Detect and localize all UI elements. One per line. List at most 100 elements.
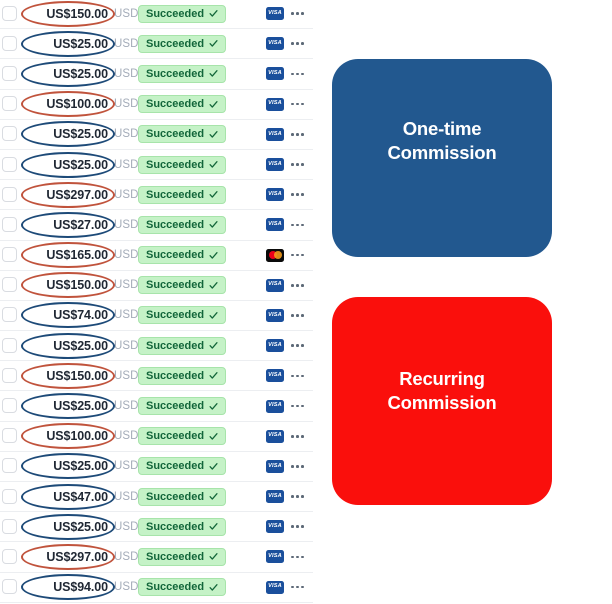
- row-overflow-menu-icon[interactable]: [291, 241, 304, 270]
- row-select-checkbox[interactable]: [2, 35, 18, 52]
- status-badge-label: Succeeded: [146, 158, 205, 171]
- checkbox-box[interactable]: [2, 337, 17, 353]
- row-select-checkbox[interactable]: [2, 156, 18, 173]
- row-overflow-menu-icon[interactable]: [291, 29, 304, 58]
- row-card-brand-cell: VISA: [266, 573, 284, 602]
- callout-one-time-line2: Commission: [387, 142, 497, 163]
- checkbox-box[interactable]: [2, 398, 17, 414]
- checkbox-box[interactable]: [2, 428, 17, 444]
- row-overflow-menu-icon[interactable]: [291, 180, 304, 209]
- checkbox-box[interactable]: [2, 518, 17, 534]
- row-card-brand-cell: VISA: [266, 391, 284, 420]
- checkbox-box[interactable]: [2, 247, 17, 263]
- checkbox-box[interactable]: [2, 5, 17, 21]
- checkbox-box[interactable]: [2, 126, 17, 142]
- row-overflow-menu-icon[interactable]: [291, 210, 304, 239]
- checkbox-box[interactable]: [2, 488, 17, 504]
- checkbox-box[interactable]: [2, 367, 17, 383]
- checkbox-box[interactable]: [2, 35, 17, 51]
- row-select-checkbox[interactable]: [2, 96, 18, 112]
- row-overflow-menu-icon[interactable]: [291, 0, 304, 28]
- checkbox-box[interactable]: [2, 96, 17, 112]
- checkbox-box[interactable]: [2, 277, 17, 293]
- checkbox-box[interactable]: [2, 156, 17, 172]
- checkbox-box[interactable]: [2, 579, 17, 595]
- checkbox-box[interactable]: [2, 65, 17, 81]
- dot: [301, 163, 304, 166]
- row-overflow-menu-icon[interactable]: [291, 573, 304, 602]
- row-overflow-menu-icon[interactable]: [291, 482, 304, 511]
- row-currency: USD: [114, 460, 139, 473]
- row-select-checkbox[interactable]: [2, 277, 18, 293]
- status-badge: Succeeded: [138, 185, 227, 204]
- visa-icon-label: VISA: [268, 341, 282, 348]
- row-select-checkbox[interactable]: [2, 398, 18, 414]
- row-overflow-menu-icon[interactable]: [291, 150, 304, 179]
- dot: [296, 283, 299, 287]
- mastercard-icon: [266, 248, 284, 262]
- row-select-checkbox[interactable]: [2, 337, 18, 354]
- row-overflow-menu-icon[interactable]: [291, 361, 304, 390]
- row-select-checkbox[interactable]: [2, 307, 18, 323]
- checkbox-box[interactable]: [2, 186, 17, 202]
- row-overflow-menu-icon[interactable]: [291, 512, 304, 541]
- row-select-checkbox[interactable]: [2, 126, 18, 142]
- row-select-checkbox[interactable]: [2, 428, 18, 444]
- row-select-checkbox[interactable]: [2, 458, 18, 474]
- row-select-checkbox[interactable]: [2, 518, 18, 535]
- status-badge-label: Succeeded: [146, 550, 205, 563]
- visa-icon: VISA: [266, 308, 284, 322]
- row-select-checkbox[interactable]: [2, 216, 18, 233]
- row-select-checkbox[interactable]: [2, 579, 18, 595]
- row-overflow-menu-icon[interactable]: [291, 90, 304, 119]
- row-select-checkbox[interactable]: [2, 5, 18, 22]
- row-overflow-menu-icon[interactable]: [291, 542, 304, 571]
- row-overflow-menu-icon[interactable]: [291, 391, 304, 420]
- row-overflow-menu-icon[interactable]: [291, 452, 304, 481]
- row-select-checkbox[interactable]: [2, 367, 18, 384]
- row-overflow-menu-icon[interactable]: [291, 271, 304, 300]
- row-select-checkbox[interactable]: [2, 186, 18, 203]
- dot: [301, 102, 304, 106]
- checkbox-box[interactable]: [2, 548, 17, 564]
- row-currency: USD: [114, 98, 139, 111]
- row-select-checkbox[interactable]: [2, 488, 18, 505]
- row-amount: US$25.00: [53, 399, 108, 414]
- checkbox-box[interactable]: [2, 458, 17, 474]
- row-card-brand-cell: VISA: [266, 361, 284, 390]
- row-overflow-menu-icon[interactable]: [291, 59, 304, 88]
- dot: [301, 193, 304, 197]
- row-overflow-menu-icon[interactable]: [291, 301, 304, 330]
- checkbox-box[interactable]: [2, 216, 17, 232]
- visa-icon-label: VISA: [268, 462, 282, 469]
- row-overflow-menu-icon[interactable]: [291, 120, 304, 149]
- row-amount: US$25.00: [53, 338, 108, 353]
- row-select-checkbox[interactable]: [2, 548, 18, 565]
- checkbox-box[interactable]: [2, 307, 17, 323]
- row-select-checkbox[interactable]: [2, 65, 18, 82]
- row-status-cell: Succeeded: [138, 271, 227, 300]
- row-overflow-menu-icon[interactable]: [291, 422, 304, 451]
- row-select-checkbox[interactable]: [2, 247, 18, 263]
- row-overflow-menu-icon[interactable]: [291, 331, 304, 360]
